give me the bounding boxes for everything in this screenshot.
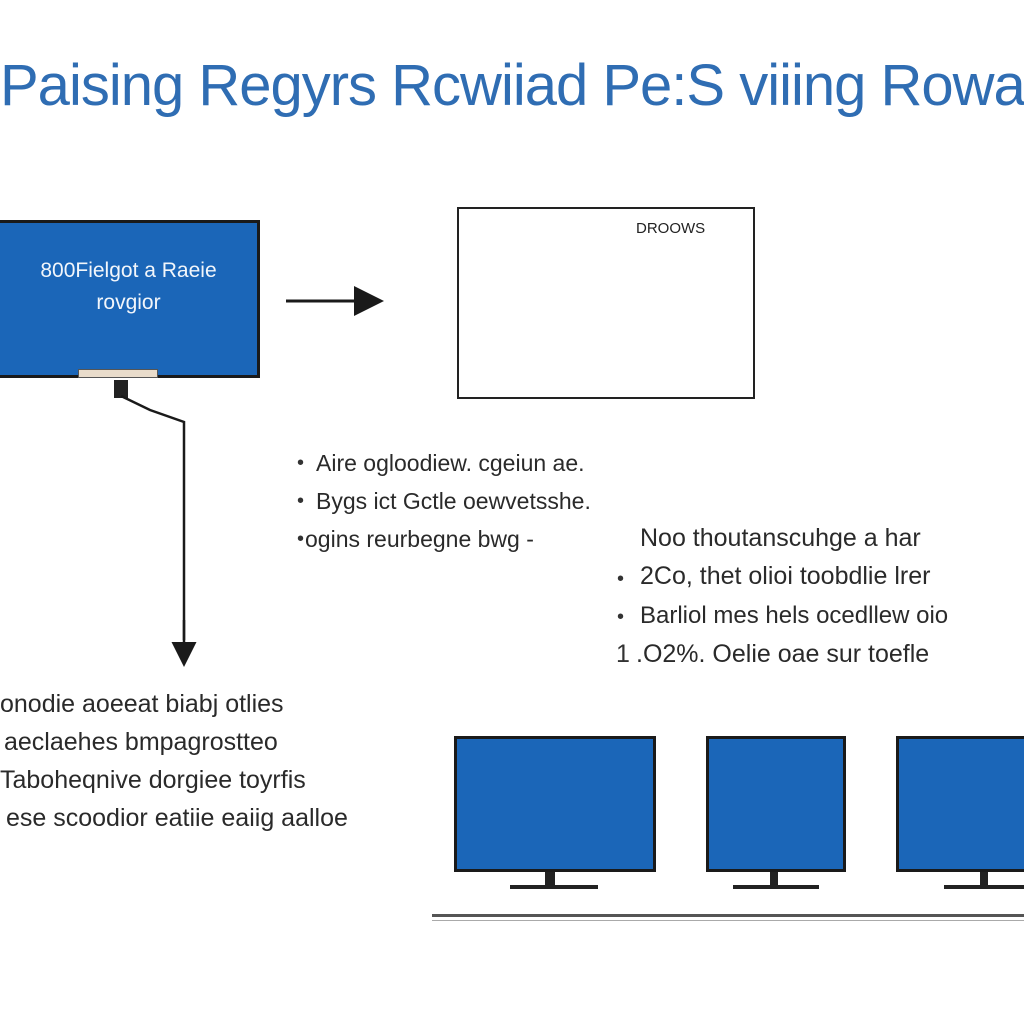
bullet-marker: • — [297, 490, 305, 512]
desk-shelf — [432, 914, 1024, 917]
desk-shelf-shadow — [432, 920, 1024, 921]
main-monitor-base — [78, 369, 158, 378]
cable-plug — [114, 380, 128, 398]
bullet-text: Noo thoutanscuhge a har — [640, 524, 921, 552]
bullet-marker: • — [297, 528, 305, 550]
bullet-text: Bygs ict Gctle oewvetsshe. — [316, 488, 591, 514]
panel-label: DROOWS — [636, 220, 706, 237]
page-title: Paising Regyrs Rcwiiad Pe:S viiing Rowa — [0, 53, 1024, 118]
bullet-marker: • — [297, 452, 305, 474]
left-text-line: onodie aoeeat biabj otlies — [0, 690, 284, 718]
left-text-line: ese scoodior eatiie eaiig aalloe — [6, 804, 348, 832]
cable — [120, 394, 186, 640]
bullet-text: Barliol mes hels ocedllew oio — [640, 602, 949, 629]
bullet-text: Aire ogloodiew. cgeiun ae. — [316, 450, 585, 476]
split-view-panel — [457, 207, 755, 399]
bullet-text: .O2%. Oelie oae sur toefle — [636, 640, 930, 668]
bullet-text: ogins reurbegne bwg - — [305, 526, 534, 552]
monitor-1 — [454, 736, 656, 872]
main-monitor: 800Fielgot a Raeie rovgior — [0, 220, 260, 378]
left-text-line: aeclaehes bmpagrostteo — [4, 728, 278, 756]
bullet-marker: • — [617, 606, 625, 628]
bullet-text: 2Co, thet olioi toobdlie lrer — [640, 562, 931, 590]
main-monitor-line-2: rovgior — [96, 291, 161, 314]
main-monitor-line-1: 800Fielgot a Raeie — [40, 259, 217, 282]
left-text-line: Taboheqnive dorgiee toyrfis — [0, 766, 306, 794]
bullet-marker: • — [617, 568, 625, 590]
bullet-marker: 1 — [616, 640, 630, 668]
monitor-3 — [896, 736, 1024, 872]
monitor-2 — [706, 736, 846, 872]
